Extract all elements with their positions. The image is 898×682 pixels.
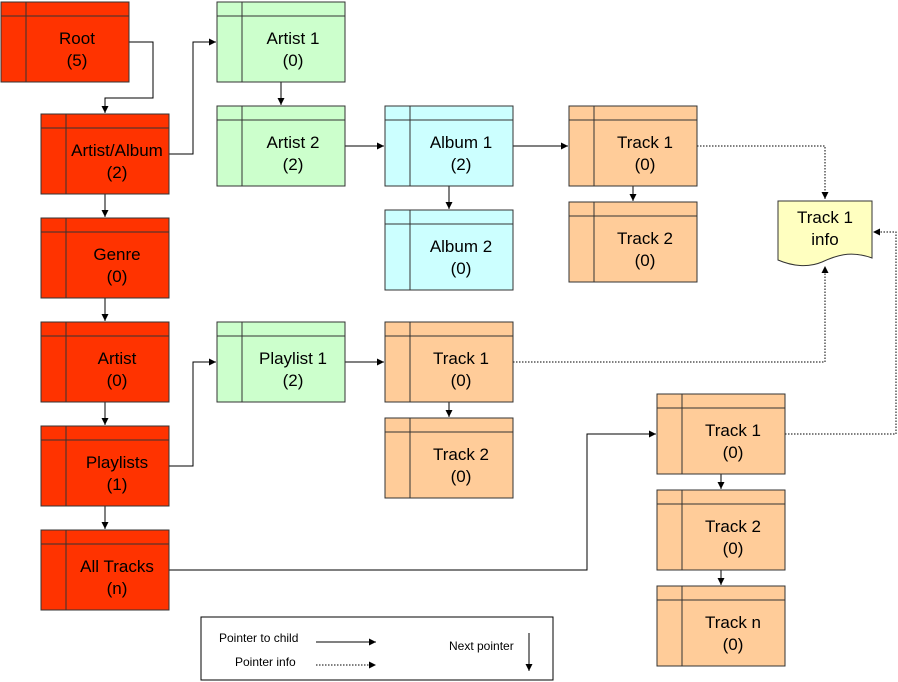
node-box [40, 321, 170, 403]
info-document: Track 1 info [777, 200, 873, 267]
node-name: Artist 2 [267, 133, 320, 152]
node-name: Album 1 [430, 133, 492, 152]
node-box [384, 321, 514, 403]
node-count: (0) [723, 443, 744, 462]
node-name: All Tracks [80, 557, 154, 576]
node-count: (0) [451, 371, 472, 390]
node-artist: Artist (0) [40, 321, 170, 403]
nodes-layer: Root (5) Artist/Album (2) Genre (0) Artist (0) P… [0, 1, 786, 667]
node-name: Artist 1 [267, 29, 320, 48]
node-artist2: Artist 2 (2) [216, 105, 346, 187]
node-p-track1: Track 1 (0) [384, 321, 514, 403]
node-name: Track 1 [705, 421, 761, 440]
node-name: Track 2 [705, 517, 761, 536]
node-box [216, 1, 346, 83]
node-box [568, 201, 698, 283]
node-box [656, 393, 786, 475]
node-count: (1) [107, 475, 128, 494]
legend-next-label: Next pointer [449, 639, 514, 653]
info-document-line2: info [811, 230, 838, 249]
node-root: Root (5) [0, 1, 130, 83]
node-playlist1: Playlist 1 (2) [216, 321, 346, 403]
node-artist1: Artist 1 (0) [216, 1, 346, 83]
edge-playlists-to-playlist1 [169, 358, 216, 467]
node-count: (0) [723, 635, 744, 654]
info-edge-all-tracks-track1 [785, 228, 897, 435]
node-box [656, 585, 786, 667]
node-name: Genre [93, 245, 140, 264]
node-name: Album 2 [430, 237, 492, 256]
node-name: Playlists [86, 453, 148, 472]
node-count: (0) [723, 539, 744, 558]
node-count: (2) [107, 163, 128, 182]
node-all-tracks: All Tracks (n) [40, 529, 170, 611]
node-t-trackn: Track n (0) [656, 585, 786, 667]
node-box [0, 1, 130, 83]
node-box [40, 113, 170, 195]
node-count: (2) [283, 155, 304, 174]
node-name: Playlist 1 [259, 349, 327, 368]
node-count: (n) [107, 579, 128, 598]
node-count: (2) [283, 371, 304, 390]
node-count: (0) [451, 259, 472, 278]
node-name: Track 2 [433, 445, 489, 464]
node-box [384, 105, 514, 187]
node-playlists: Playlists (1) [40, 425, 170, 507]
info-document-shape [777, 200, 873, 267]
info-edge-album-track1 [697, 145, 829, 199]
node-album2: Album 2 (0) [384, 209, 514, 291]
node-box [568, 105, 698, 187]
node-count: (0) [107, 371, 128, 390]
node-box [384, 417, 514, 499]
node-box [384, 209, 514, 291]
node-t-track2: Track 2 (0) [656, 489, 786, 571]
node-box [40, 425, 170, 507]
legend-box [200, 616, 554, 681]
node-count: (5) [67, 51, 88, 70]
node-name: Root [59, 29, 95, 48]
node-count: (0) [451, 467, 472, 486]
node-count: (0) [635, 251, 656, 270]
node-count: (2) [451, 155, 472, 174]
legend: Pointer to child Pointer info Next point… [200, 616, 554, 681]
info-edge-playlist-track1 [513, 266, 829, 363]
node-a-track1: Track 1 (0) [568, 105, 698, 187]
node-count: (0) [107, 267, 128, 286]
node-name: Track 1 [617, 133, 673, 152]
node-artist-album: Artist/Album (2) [40, 113, 170, 195]
node-album1: Album 1 (2) [384, 105, 514, 187]
edges-layer [101, 38, 897, 585]
node-name: Artist/Album [71, 141, 163, 160]
node-name: Track n [705, 613, 761, 632]
edge-root-to-artist-album [101, 41, 154, 113]
edge-all-tracks-to-track1 [169, 430, 656, 571]
node-box [216, 105, 346, 187]
node-count: (0) [635, 155, 656, 174]
edge-artist-album-to-artist1 [169, 38, 216, 155]
node-name: Track 1 [433, 349, 489, 368]
node-a-track2: Track 2 (0) [568, 201, 698, 283]
legend-child-label: Pointer to child [219, 631, 298, 645]
node-name: Track 2 [617, 229, 673, 248]
node-box [216, 321, 346, 403]
node-genre: Genre (0) [40, 217, 170, 299]
node-name: Artist [98, 349, 137, 368]
node-box [40, 217, 170, 299]
node-box [656, 489, 786, 571]
node-t-track1: Track 1 (0) [656, 393, 786, 475]
node-count: (0) [283, 51, 304, 70]
legend-info-label: Pointer info [235, 655, 296, 669]
node-box [40, 529, 170, 611]
info-document-line1: Track 1 [797, 208, 853, 227]
node-p-track2: Track 2 (0) [384, 417, 514, 499]
